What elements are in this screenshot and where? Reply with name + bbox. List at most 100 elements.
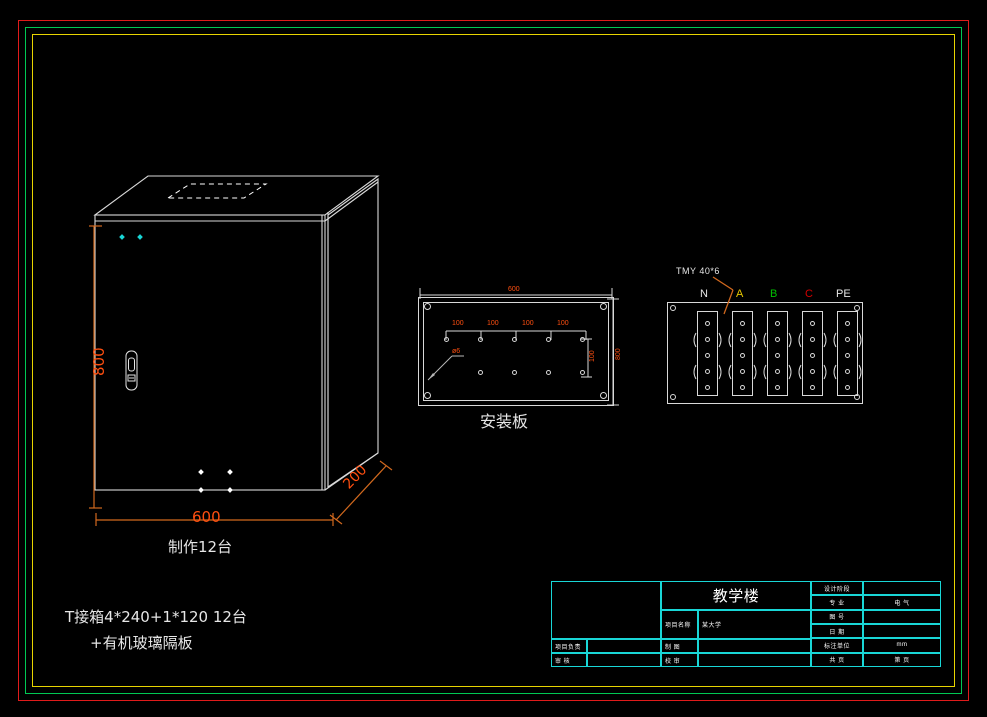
busbar-spec-label: TMY 40*6 — [676, 266, 720, 276]
busbar-bolt-hole — [705, 337, 710, 342]
busbar-bolt-hole — [775, 385, 780, 390]
busbar-bolt-hole — [810, 321, 815, 326]
title-block-right-label-2: 图 号 — [811, 609, 863, 624]
mounting-plate-inner-outline — [423, 302, 609, 401]
busbar-bolt-hole — [845, 369, 850, 374]
plate-pitch-value: 100 — [487, 320, 499, 327]
title-block-right-label-4: 标注单位 — [811, 638, 863, 653]
plate-corner-hole — [600, 392, 607, 399]
busbar-bolt-hole — [705, 321, 710, 326]
busbar-bolt-hole — [775, 321, 780, 326]
title-block-value-review[interactable] — [587, 653, 661, 667]
busbar-support-bracket — [691, 364, 724, 380]
page-border-inner — [32, 34, 955, 687]
plate-hole-size-leader — [426, 348, 466, 382]
busbar-c — [802, 311, 823, 396]
busbar-phase-label-b: B — [770, 288, 778, 300]
busbar-bolt-hole — [845, 385, 850, 390]
busbar-n — [697, 311, 718, 396]
plate-corner-hole — [424, 392, 431, 399]
title-block-label-project-lead: 项目负责 — [551, 639, 587, 653]
busbar-bolt-hole — [845, 337, 850, 342]
busbar-corner-hole — [670, 394, 676, 400]
busbar-bolt-hole — [705, 369, 710, 374]
plate-pitch-value: 100 — [452, 320, 464, 327]
title-block-value-project-name[interactable]: 某大学 — [698, 610, 811, 639]
busbar-bolt-hole — [810, 337, 815, 342]
cabinet-height-value: 800 — [90, 347, 108, 376]
cabinet-top-plate — [166, 183, 268, 199]
plate-height-dimension — [604, 297, 620, 407]
cabinet-width-dimension — [90, 500, 340, 526]
busbar-b — [767, 311, 788, 396]
plate-corner-hole — [424, 303, 431, 310]
busbar-bolt-hole — [740, 369, 745, 374]
plate-hole — [546, 370, 551, 375]
busbar-bolt-hole — [845, 321, 850, 326]
busbar-support-bracket — [831, 364, 864, 380]
plate-width-dimension — [418, 286, 616, 300]
busbar-bolt-hole — [705, 353, 710, 358]
plate-corner-hole — [600, 303, 607, 310]
title-block-right-value-0[interactable] — [863, 581, 941, 596]
mounting-plate-title: 安装板 — [480, 412, 529, 431]
plate-height-value: 800 — [615, 348, 622, 360]
busbar-bolt-hole — [810, 369, 815, 374]
title-block-right-label-1: 专 业 — [811, 595, 863, 610]
busbar-bolt-hole — [740, 385, 745, 390]
busbar-bolt-hole — [740, 337, 745, 342]
title-block-right-value-3[interactable] — [863, 623, 941, 639]
plate-hole — [512, 370, 517, 375]
busbar-support-bracket — [761, 364, 794, 380]
cabinet-height-dimension — [88, 222, 118, 512]
busbar-support-bracket — [796, 332, 829, 348]
busbar-bolt-hole — [810, 353, 815, 358]
title-block-project-title: 教学楼 — [661, 581, 811, 610]
busbar-phase-label-pe: PE — [836, 288, 851, 300]
busbar-corner-hole — [854, 305, 860, 311]
title-block-right-value-5[interactable]: 第 页 — [863, 652, 941, 667]
title-block-value-drafting[interactable] — [698, 639, 811, 653]
busbar-a — [732, 311, 753, 396]
busbar-bolt-hole — [810, 385, 815, 390]
title-block-value-check[interactable] — [698, 653, 811, 667]
plate-pitch-value: 100 — [522, 320, 534, 327]
busbar-phase-label-a: A — [736, 288, 744, 300]
title-block-label-review: 审 核 — [551, 653, 587, 667]
cabinet-isometric-view — [90, 175, 390, 515]
busbar-support-bracket — [726, 332, 759, 348]
busbar-support-bracket — [726, 364, 759, 380]
title-block-value-project-lead[interactable] — [587, 639, 661, 653]
busbar-support-bracket — [796, 364, 829, 380]
busbar-support-bracket — [761, 332, 794, 348]
busbar-enclosure-outline — [667, 302, 863, 404]
plate-side-dimension-value: 100 — [589, 350, 596, 362]
cabinet-depth-dimension — [326, 460, 396, 526]
busbar-bolt-hole — [775, 337, 780, 342]
busbar-bolt-hole — [845, 353, 850, 358]
busbar-phase-label-c: C — [805, 288, 813, 300]
plate-pitch-value: 100 — [557, 320, 569, 327]
busbar-spec-leader — [712, 276, 746, 316]
title-block-label-project-name: 项目名称 — [661, 610, 698, 639]
cabinet-view-label: 制作12台 — [168, 538, 233, 556]
page-border-middle — [25, 27, 962, 694]
title-block-right-value-4[interactable]: mm — [863, 638, 941, 653]
page-border-outer — [18, 20, 969, 701]
title-block-right-label-5: 共 页 — [811, 652, 863, 667]
title-block-right-label-0: 设计阶段 — [811, 581, 863, 596]
title-block-right-value-2[interactable] — [863, 609, 941, 624]
busbar-phase-label-n: N — [700, 288, 708, 300]
plate-hole — [478, 370, 483, 375]
busbar-bolt-hole — [705, 385, 710, 390]
cabinet-width-value: 600 — [192, 508, 221, 526]
title-block-right-value-1[interactable]: 电 气 — [863, 595, 941, 610]
title-block-label-drafting: 制 图 — [661, 639, 698, 653]
title-block: 项目负责 审 核 教学楼 项目名称 某大学 制 图 校 审 设计阶段专 业电 气… — [551, 581, 941, 667]
busbar-bolt-hole — [740, 353, 745, 358]
note-line-1: T接箱4*240+1*120 12台 — [65, 608, 247, 626]
plate-side-dimension — [578, 336, 594, 380]
plate-width-value: 600 — [508, 286, 520, 293]
plate-hole-size-value: ø6 — [452, 348, 461, 355]
